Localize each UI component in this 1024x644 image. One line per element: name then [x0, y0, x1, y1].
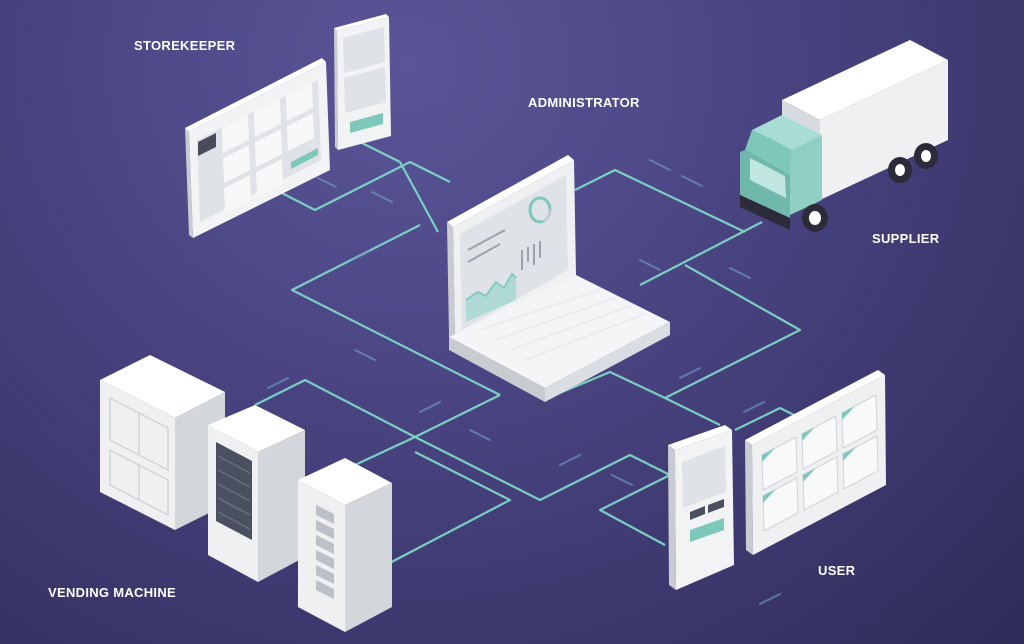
connector-vending-upper [254, 378, 416, 438]
dash-mark [354, 349, 376, 361]
dash-mark [679, 367, 701, 379]
connector-user-loop [598, 469, 681, 546]
user-kiosk-icon [668, 425, 734, 590]
vending-machine-label: VENDING MACHINE [48, 585, 177, 600]
dash-mark [681, 175, 703, 187]
connector-storekeeper-phone [359, 141, 439, 233]
vending-machine-icon [100, 355, 392, 632]
dash-mark [469, 429, 491, 441]
connector-vending-lower [381, 451, 512, 568]
connector-vending-middle [354, 436, 416, 466]
supplier-truck-icon [740, 40, 948, 232]
connector-admin-center [554, 370, 721, 426]
dash-mark [743, 401, 765, 413]
dash-mark [371, 191, 393, 203]
connector-admin-supplier-upper [574, 168, 746, 233]
connector-center-to-user [413, 394, 691, 502]
dash-mark [317, 177, 337, 188]
connector-admin-supplier-lower [639, 221, 763, 286]
dash-mark [649, 159, 671, 171]
administrator-label: ADMINISTRATOR [528, 95, 640, 110]
connector-admin-left-loop [290, 224, 501, 396]
storekeeper-tablet-icon [185, 58, 330, 238]
dash-mark [729, 267, 751, 279]
connector-storekeeper-tablet [271, 160, 451, 212]
storekeeper-label: STOREKEEPER [134, 38, 236, 53]
supplier-label: SUPPLIER [872, 231, 940, 246]
dash-mark [559, 454, 581, 466]
storekeeper-phone-icon [334, 14, 391, 150]
dash-accents [267, 159, 781, 605]
dash-mark [611, 474, 633, 486]
dash-mark [351, 250, 371, 261]
dash-mark [759, 593, 781, 605]
user-locker-icon [745, 370, 886, 555]
dash-mark [639, 259, 661, 271]
administrator-laptop-icon [447, 155, 670, 402]
dash-mark [267, 377, 289, 389]
dash-mark [419, 401, 441, 413]
connector-admin-right-loop [664, 264, 802, 399]
user-label: USER [818, 563, 856, 578]
